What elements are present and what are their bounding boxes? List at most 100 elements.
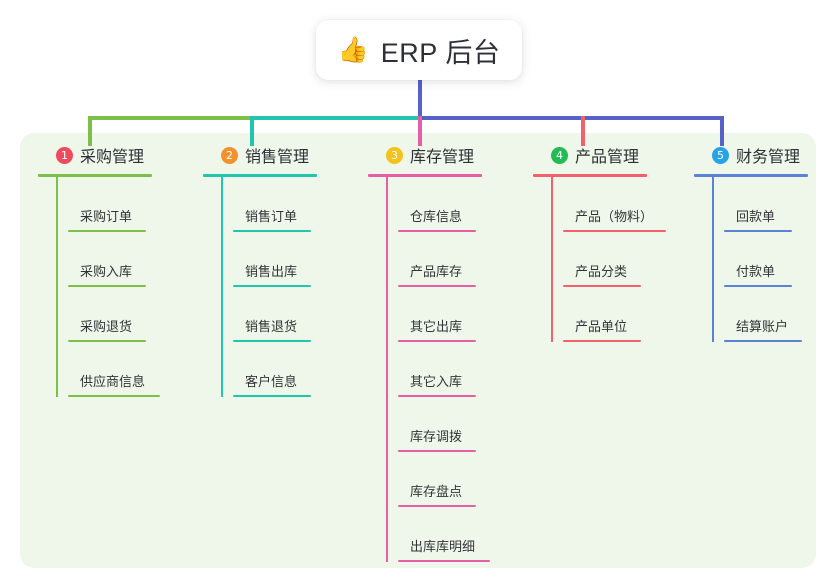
branch-children: 仓库信息产品库存其它出库其它入库库存调拨库存盘点出库库明细: [368, 177, 490, 562]
leaf-item[interactable]: 销售退货: [233, 287, 317, 342]
branch-spine: [386, 177, 388, 562]
thumbs-up-icon: 👍: [337, 35, 369, 64]
branch-column-1: 1 采购管理采购订单采购入库采购退货供应商信息: [38, 142, 160, 397]
branch-underline: [533, 174, 647, 177]
bus-segment-1: [88, 116, 402, 120]
leaf-underline: [398, 560, 490, 562]
leaf-underline: [563, 340, 641, 342]
leaf-underline: [563, 230, 666, 232]
leaf-item[interactable]: 产品库存: [398, 232, 490, 287]
leaf-item[interactable]: 采购入库: [68, 232, 160, 287]
leaf-item[interactable]: 销售出库: [233, 232, 317, 287]
leaf-label: 结算账户: [736, 319, 789, 334]
bus-segment-3: [418, 116, 720, 120]
leaf-underline: [398, 285, 476, 287]
leaf-label: 客户信息: [245, 374, 298, 389]
root-node[interactable]: 👍 ERP 后台: [316, 20, 522, 80]
branch-underline: [203, 174, 317, 177]
root-stem-connector: [418, 80, 422, 118]
branch-children: 销售订单销售出库销售退货客户信息: [203, 177, 317, 397]
leaf-label: 出库库明细: [410, 539, 476, 554]
leaf-item[interactable]: 销售订单: [233, 177, 317, 232]
branch-header-1[interactable]: 1 采购管理: [38, 142, 160, 168]
leaf-underline: [398, 340, 476, 342]
leaf-underline: [233, 230, 311, 232]
leaf-item[interactable]: 产品分类: [563, 232, 666, 287]
leaf-item[interactable]: 出库库明细: [398, 507, 490, 562]
drop-connector-4: [581, 116, 585, 146]
branch-spine: [56, 177, 58, 397]
leaf-underline: [398, 230, 476, 232]
drop-connector-5: [720, 116, 724, 146]
root-title: ERP 后台: [380, 37, 501, 68]
branches-panel: [20, 133, 816, 568]
branch-children: 回款单付款单结算账户: [694, 177, 808, 342]
leaf-item[interactable]: 供应商信息: [68, 342, 160, 397]
branch-underline: [368, 174, 482, 177]
leaf-underline: [68, 340, 146, 342]
branch-underline: [38, 174, 152, 177]
leaf-item[interactable]: 结算账户: [724, 287, 808, 342]
leaf-item[interactable]: 采购退货: [68, 287, 160, 342]
leaf-label: 其它入库: [410, 374, 463, 389]
leaf-label: 付款单: [736, 264, 776, 279]
leaf-label: 销售退货: [245, 319, 298, 334]
leaf-label: 产品单位: [575, 319, 628, 334]
leaf-underline: [233, 340, 311, 342]
leaf-label: 供应商信息: [80, 374, 146, 389]
leaf-underline: [398, 395, 476, 397]
leaf-item[interactable]: 仓库信息: [398, 177, 490, 232]
leaf-item[interactable]: 库存调拨: [398, 397, 490, 452]
leaf-item[interactable]: 采购订单: [68, 177, 160, 232]
leaf-underline: [724, 230, 792, 232]
leaf-underline: [724, 340, 802, 342]
leaf-underline: [68, 395, 160, 397]
leaf-label: 产品（物料）: [575, 209, 654, 224]
leaf-underline: [398, 505, 476, 507]
branch-title: 销售管理: [245, 149, 310, 166]
leaf-underline: [233, 395, 311, 397]
leaf-label: 仓库信息: [410, 209, 463, 224]
branch-column-2: 2 销售管理销售订单销售出库销售退货客户信息: [203, 142, 317, 397]
leaf-label: 采购入库: [80, 264, 133, 279]
branch-spine: [712, 177, 714, 342]
branch-children: 产品（物料） 产品分类产品单位: [533, 177, 666, 342]
branch-title: 采购管理: [80, 149, 145, 166]
drop-connector-2: [250, 116, 254, 146]
leaf-label: 采购订单: [80, 209, 133, 224]
branch-children: 采购订单采购入库采购退货供应商信息: [38, 177, 160, 397]
leaf-item[interactable]: 付款单: [724, 232, 808, 287]
branch-header-2[interactable]: 2 销售管理: [203, 142, 317, 168]
branch-title: 财务管理: [736, 149, 801, 166]
leaf-item[interactable]: 其它入库: [398, 342, 490, 397]
leaf-underline: [563, 285, 641, 287]
leaf-item[interactable]: 回款单: [724, 177, 808, 232]
branch-number-badge: 3: [386, 146, 403, 164]
leaf-item[interactable]: 库存盘点: [398, 452, 490, 507]
leaf-underline: [398, 450, 476, 452]
leaf-item[interactable]: 其它出库: [398, 287, 490, 342]
leaf-label: 库存盘点: [410, 484, 463, 499]
drop-connector-1: [88, 116, 92, 146]
leaf-item[interactable]: 产品单位: [563, 287, 666, 342]
branch-number-badge: 2: [221, 146, 238, 164]
branch-spine: [551, 177, 553, 342]
leaf-label: 产品分类: [575, 264, 628, 279]
branch-number-badge: 4: [551, 146, 568, 164]
leaf-label: 采购退货: [80, 319, 133, 334]
drop-connector-3: [418, 116, 422, 146]
leaf-label: 回款单: [736, 209, 776, 224]
branch-spine: [221, 177, 223, 397]
leaf-item[interactable]: 产品（物料）: [563, 177, 666, 232]
leaf-item[interactable]: 客户信息: [233, 342, 317, 397]
branch-underline: [694, 174, 808, 177]
leaf-underline: [68, 230, 146, 232]
branch-number-badge: 1: [56, 146, 73, 164]
